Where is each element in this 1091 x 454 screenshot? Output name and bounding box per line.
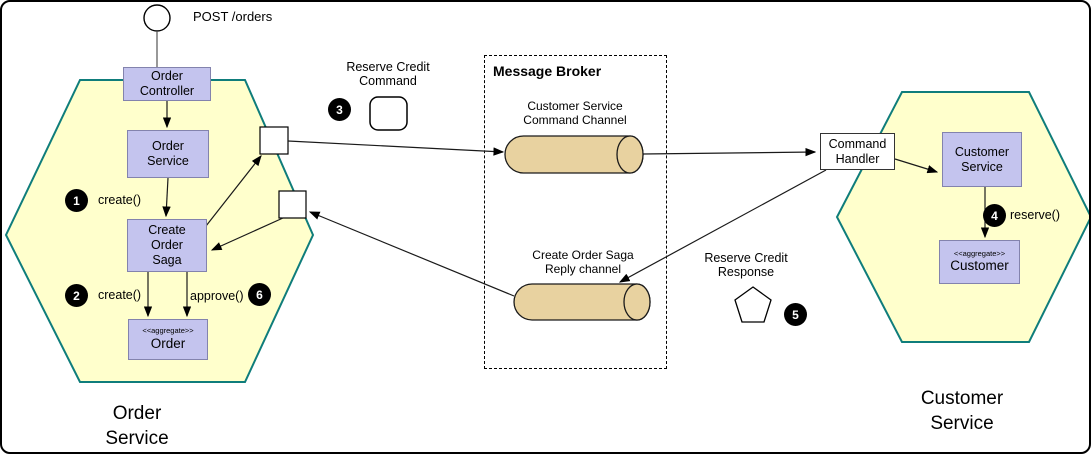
step-badge-1: 1 <box>65 189 88 212</box>
inbound-port <box>278 190 307 219</box>
actor-icon <box>143 4 171 32</box>
command-handler-box: Command Handler <box>820 133 895 170</box>
message-broker-container: Message Broker <box>484 55 667 369</box>
handler-to-reply-channel-arrow <box>618 169 827 283</box>
order-service-box: Order Service <box>127 130 209 178</box>
handler-to-customer-service-arrow <box>894 158 939 174</box>
command-channel-to-handler-arrow <box>642 147 817 157</box>
order-aggregate-stereotype: <<aggregate>> <box>142 326 194 336</box>
message-broker-title: Message Broker <box>493 63 602 79</box>
connectors <box>143 31 990 318</box>
service-to-saga-arrow <box>162 177 171 218</box>
post-orders-label: POST /orders <box>193 9 273 24</box>
response-message-icon <box>734 286 772 323</box>
reserve-credit-command-label: Reserve Credit Command <box>346 60 430 88</box>
step-badge-3: 3 <box>328 98 351 121</box>
outbound-port <box>259 126 289 155</box>
customer-aggregate-stereotype: <<aggregate>> <box>953 248 1006 258</box>
step-badge-2: 2 <box>65 284 88 307</box>
reply-channel-to-port-arrow <box>308 211 515 297</box>
order-aggregate-name: Order <box>150 335 186 351</box>
create-order-label: create() <box>98 288 142 302</box>
order-service-title: Order Service <box>105 403 169 449</box>
customer-aggregate-box: <<aggregate>> Customer <box>939 240 1020 284</box>
port-to-command-channel-arrow <box>287 140 505 156</box>
inbound-port-to-saga-arrow <box>210 217 284 251</box>
reply-channel-label: Create Order Saga Reply channel <box>532 248 634 276</box>
reply-channel-icon <box>513 283 651 321</box>
approve-order-label: approve() <box>190 289 244 303</box>
step-badge-4: 4 <box>983 204 1006 227</box>
create-order-saga-box: Create Order Saga <box>127 219 207 272</box>
step-badge-6: 6 <box>248 283 271 306</box>
reserve-label: reserve() <box>1010 208 1061 222</box>
customer-service-title: Customer Service <box>920 388 1004 434</box>
reserve-credit-response-label: Reserve Credit Response <box>704 251 788 279</box>
create-service-label: create() <box>98 193 142 207</box>
order-controller-box: Order Controller <box>123 67 211 101</box>
customer-service-box: Customer Service <box>942 132 1022 187</box>
customer-service-hexagon <box>835 91 1089 343</box>
command-message-icon <box>369 96 408 131</box>
command-channel-icon <box>504 135 644 174</box>
saga-to-outbound-port-arrow <box>205 155 262 227</box>
step-badge-5: 5 <box>784 303 807 326</box>
order-aggregate-box: <<aggregate>> Order <box>128 319 208 360</box>
command-channel-label: Customer Service Command Channel <box>523 99 627 127</box>
customer-aggregate-name: Customer <box>950 258 1009 274</box>
